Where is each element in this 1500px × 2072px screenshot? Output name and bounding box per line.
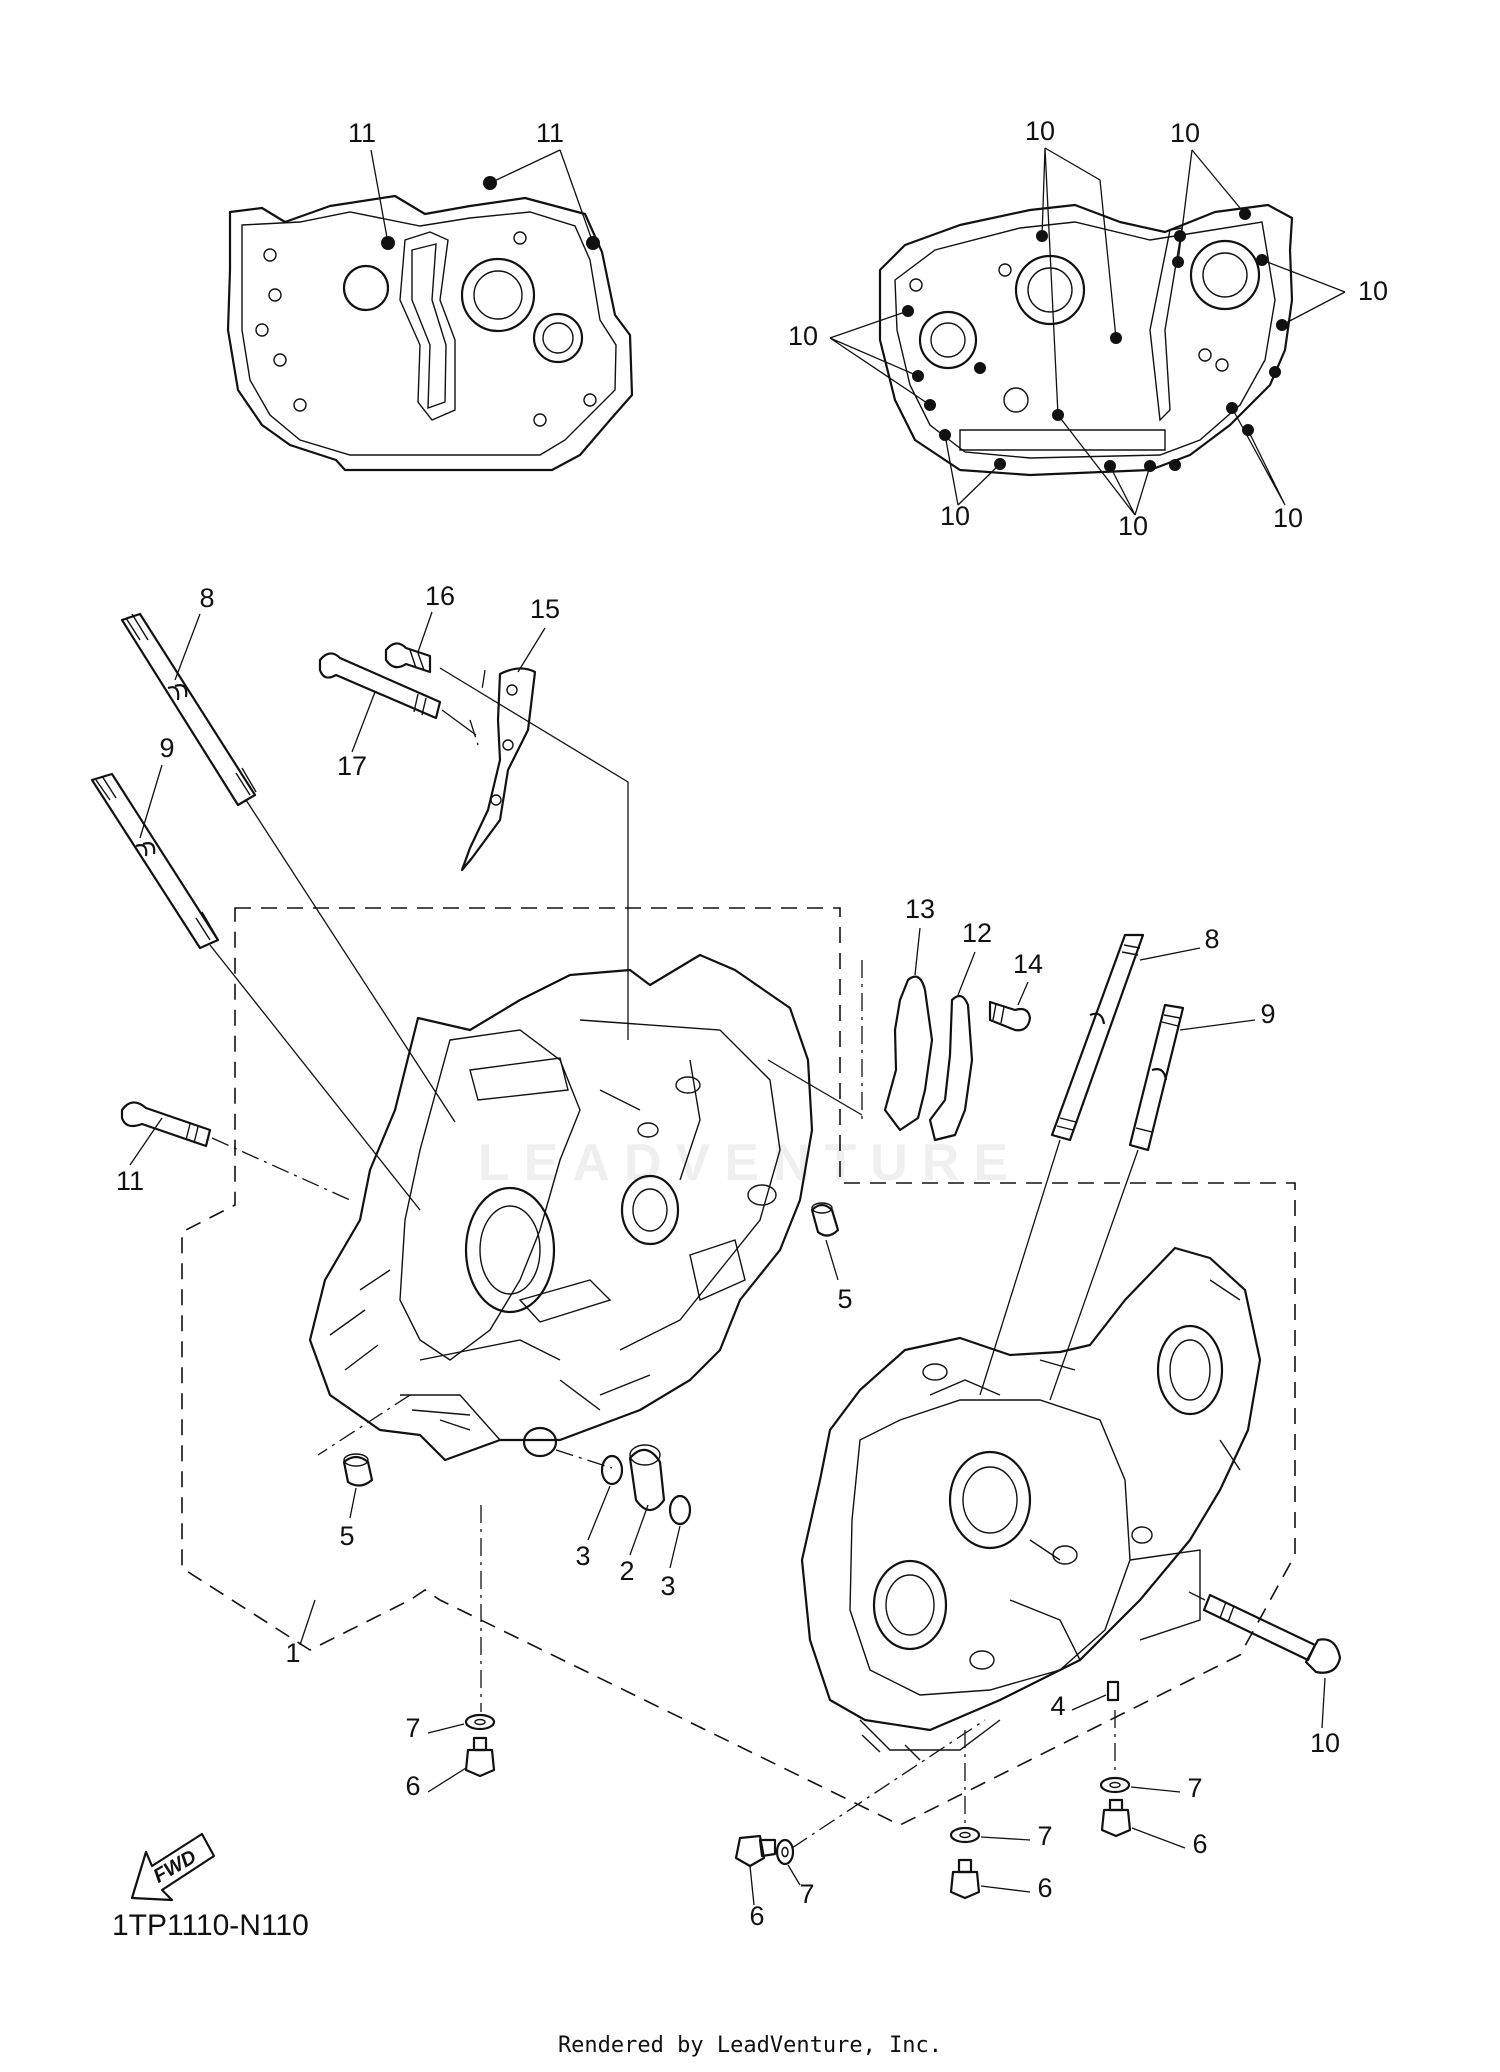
callout-11: 11: [116, 1166, 144, 1196]
washer-7-left: [427, 1713, 496, 1734]
callout-10: 10: [1025, 116, 1055, 146]
gasket-12: [928, 951, 976, 1142]
crankcase-face-left-view: [226, 149, 634, 472]
bolt-14: [988, 981, 1032, 1032]
callout-10: 10: [940, 501, 970, 531]
crankcase-face-right-view: [829, 147, 1346, 516]
callout-15: 15: [530, 594, 560, 624]
callout-12: 12: [962, 918, 992, 948]
callout-6: 6: [1037, 1873, 1052, 1903]
callout-7: 7: [1037, 1821, 1052, 1851]
o-ring-3-right: [668, 1494, 692, 1569]
callout-9: 9: [1260, 999, 1275, 1029]
callout-6: 6: [405, 1771, 420, 1801]
callout-7: 7: [405, 1713, 420, 1743]
washer-7-right: [1099, 1776, 1181, 1794]
callout-5: 5: [837, 1284, 852, 1314]
drain-bolt-6-left: [427, 1736, 496, 1793]
bolt-17: [318, 652, 442, 753]
drain-bolt-6-right: [1100, 1798, 1186, 1849]
callout-11: 11: [536, 118, 564, 148]
callout-2: 2: [619, 1556, 634, 1586]
callout-10: 10: [1118, 511, 1148, 541]
callout-13: 13: [905, 894, 935, 924]
dowel-pin-5-right: [810, 1202, 840, 1281]
callout-1: 1: [285, 1638, 300, 1668]
washer-7-bottom: [775, 1838, 801, 1886]
gasket-13: [861, 927, 934, 1132]
stud-bolt-8-right: [1050, 933, 1201, 1142]
callout-7: 7: [799, 1879, 814, 1909]
callout-3: 3: [575, 1541, 590, 1571]
stud-bolt-9-right: [1128, 1003, 1256, 1152]
callout-10: 10: [1170, 118, 1200, 148]
dowel-pin-5-left: [342, 1453, 374, 1519]
bolt-16: [384, 611, 433, 674]
callout-10: 10: [1310, 1728, 1340, 1758]
callout-16: 16: [425, 581, 455, 611]
render-credit: Rendered by LeadVenture, Inc.: [558, 2033, 942, 2058]
collar-2: [628, 1444, 666, 1556]
bolt-10: [1184, 1589, 1342, 1729]
callout-5: 5: [339, 1521, 354, 1551]
callout-11: 11: [348, 118, 376, 148]
callout-3: 3: [660, 1571, 675, 1601]
callout-9: 9: [159, 733, 174, 763]
callout-6: 6: [1192, 1829, 1207, 1859]
callout-8: 8: [1204, 924, 1219, 954]
pin-4: [1071, 1680, 1120, 1711]
callout-7: 7: [1187, 1773, 1202, 1803]
callout-14: 14: [1013, 949, 1043, 979]
o-ring-3-left: [587, 1454, 624, 1541]
crankcase-right-half: [800, 1246, 1262, 1761]
fwd-arrow-icon: FWD: [130, 1832, 216, 1902]
washer-7-center: [949, 1826, 1031, 1844]
drain-bolt-6-center: [949, 1858, 1031, 1900]
callout-10: 10: [1358, 276, 1388, 306]
plate-15: [460, 627, 546, 872]
callout-4: 4: [1050, 1691, 1065, 1721]
stud-bolt-8-left: [120, 612, 257, 807]
stud-bolt-9-left: [90, 764, 220, 950]
assembly-1-boundary: [181, 907, 1296, 1826]
bolt-11: [120, 1101, 351, 1201]
catalog-code: 1TP1110-N110: [112, 1909, 309, 1942]
callout-8: 8: [199, 583, 214, 613]
callout-17: 17: [337, 751, 367, 781]
callout-10: 10: [1273, 503, 1303, 533]
callout-10: 10: [788, 321, 818, 351]
drain-bolt-6-bottom: [734, 1834, 777, 1906]
callout-6: 6: [749, 1901, 764, 1931]
crankcase-left-half: [308, 953, 814, 1462]
